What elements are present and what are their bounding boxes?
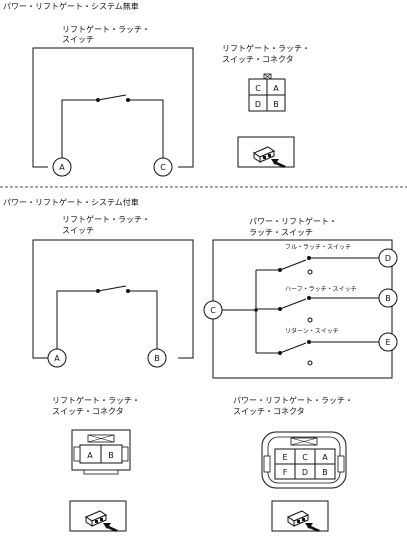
section1-title: パワー・リフトゲート・システム無車 — [3, 1, 139, 11]
s2-connector2-pin: B — [322, 468, 328, 477]
s2-connector2-pin: E — [282, 453, 287, 462]
s1-terminal-c — [153, 157, 173, 177]
s1-pin: B — [273, 100, 279, 109]
s2-switch-housing — [32, 239, 194, 359]
s2-contact-node — [96, 289, 100, 293]
s2-terminal-a — [47, 348, 67, 368]
s2-wire-right — [128, 290, 158, 349]
section2-title: パワー・リフトゲート・システム付車 — [3, 197, 139, 207]
s2-sub-switch-label: リターン・スイッチ — [285, 327, 339, 335]
s1-pin: A — [273, 84, 279, 93]
s2-connector2-pin: C — [302, 453, 308, 462]
s2-sub-switch-label: フル・ラッチ・スイッチ — [285, 244, 351, 251]
s2-connector1-pin: B — [108, 451, 114, 460]
s2-connector2-pin: D — [302, 468, 308, 477]
s2-power-switch-label-1: パワー・リフトゲート・ — [249, 216, 337, 226]
s1-pin: C — [255, 84, 261, 93]
s1-terminal-a-label: A — [59, 163, 65, 172]
s1-connector-face — [248, 73, 286, 112]
s2-terminal-d — [378, 248, 398, 268]
s2-terminal-b-label: B — [154, 354, 160, 363]
s1-switch-label-1: リフトゲート・ラッチ・ — [62, 24, 150, 34]
s2-terminal-b-power — [378, 288, 398, 308]
s2-connector1-pin: A — [87, 451, 93, 460]
connector-plug-icon — [237, 136, 295, 169]
connector-plug-icon — [271, 500, 329, 533]
s1-contact-node — [96, 98, 100, 102]
s2-terminal-e-label: E — [385, 338, 390, 347]
s2-wire-left — [56, 290, 98, 349]
s2-terminal-e — [378, 332, 398, 352]
s2-contact-node — [307, 340, 311, 344]
s2-connector1-face — [71, 429, 131, 475]
s1-terminal-a — [52, 157, 72, 177]
s1-switch-label-2: スイッチ — [62, 35, 94, 44]
s1-wire-right — [128, 99, 164, 158]
s2-connector2-pin: A — [322, 453, 328, 462]
s2-connector1-label-2: スイッチ・コネクタ — [52, 407, 124, 416]
s2-open-contact — [307, 269, 313, 275]
s2-open-contact — [307, 360, 313, 366]
s2-terminal-d-label: D — [385, 254, 391, 263]
s2-switch-contact — [279, 259, 307, 271]
s2-contact-node — [307, 296, 311, 300]
s1-terminal-c-label: C — [160, 163, 166, 172]
s2-connector2-pin: F — [283, 468, 288, 477]
s2-switch-contact — [279, 298, 307, 310]
s2-terminal-a-label: A — [54, 354, 60, 363]
s2-switch-label-1: リフトゲート・ラッチ・ — [62, 214, 150, 224]
s2-switch-contact — [97, 285, 127, 292]
s1-switch-housing — [32, 47, 194, 168]
s2-connector2-label-2: スイッチ・コネクタ — [233, 407, 305, 416]
s2-terminal-b — [147, 348, 167, 368]
s2-connector2-face — [261, 431, 347, 489]
s2-power-switch-housing — [212, 239, 393, 379]
s2-open-contact — [307, 317, 313, 323]
s1-connector-label-2: スイッチ・コネクタ — [222, 55, 294, 64]
s2-terminal-b-power-label: B — [385, 294, 391, 303]
s2-sub-switch-label: ハーフ・ラッチ・スイッチ — [285, 286, 357, 293]
s1-pin: D — [255, 100, 261, 109]
connector-plug-icon — [69, 500, 127, 533]
s2-terminal-c-label: C — [210, 306, 216, 315]
s2-connector1-label-1: リフトゲート・ラッチ・ — [52, 395, 140, 405]
s2-connector2-label-1: パワー・リフトゲート・ラッチ・ — [233, 395, 353, 405]
s1-connector-label-1: リフトゲート・ラッチ・ — [222, 43, 310, 53]
s1-wire-left — [61, 99, 98, 158]
s2-switch-contact — [279, 342, 307, 354]
s2-switch-label-2: スイッチ — [62, 226, 94, 235]
s2-contact-node — [307, 256, 311, 260]
s1-switch-contact — [97, 94, 127, 101]
s2-power-switch-label-2: ラッチ・スイッチ — [249, 228, 313, 237]
